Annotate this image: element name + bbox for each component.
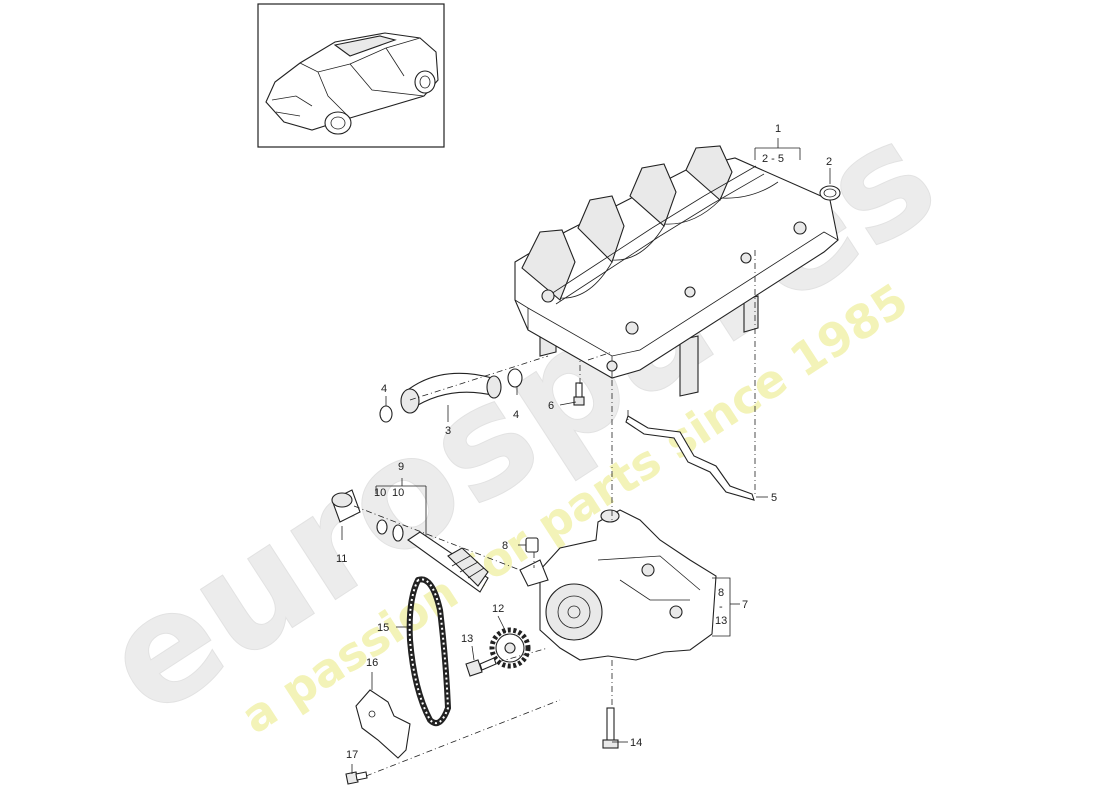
seal-part-10-b[interactable] [392, 524, 404, 542]
bolt-part-6[interactable] [573, 382, 585, 406]
gasket-part-5[interactable] [625, 415, 755, 501]
cap-part-11[interactable] [331, 489, 361, 523]
car-suv-icon [265, 32, 439, 135]
assembly-center-lines [353, 250, 756, 777]
chain-part-15[interactable] [406, 576, 452, 726]
callout-4-right[interactable]: 4 [513, 409, 519, 421]
cover-part-16[interactable] [355, 689, 411, 759]
callout-10-a[interactable]: 10 [374, 487, 386, 499]
callout-13[interactable]: 13 [461, 633, 473, 645]
bolt-part-13[interactable] [465, 657, 497, 677]
callout-7[interactable]: 7 [742, 599, 748, 611]
callout-11[interactable]: 11 [336, 553, 347, 565]
callout-15[interactable]: 15 [377, 622, 389, 634]
o-ring-part-2[interactable] [819, 185, 841, 201]
drive-shaft-part-9[interactable] [407, 531, 489, 593]
o-ring-part-4-left[interactable] [379, 405, 393, 423]
seal-part-10-a[interactable] [376, 519, 388, 535]
callout-labels: 1 2 - 5 2 3 4 4 5 6 7 8 - 13 8 9 10 10 1… [336, 123, 832, 761]
callout-6[interactable]: 6 [548, 400, 554, 412]
oil-pipe-part-3[interactable] [400, 372, 502, 414]
callout-4-left[interactable]: 4 [381, 383, 387, 395]
bolt-part-17[interactable] [345, 771, 368, 785]
callout-5[interactable]: 5 [771, 492, 777, 504]
callout-17[interactable]: 17 [346, 749, 358, 761]
callout-2[interactable]: 2 [826, 156, 832, 168]
bolt-part-14[interactable] [602, 707, 619, 749]
callout-10-b[interactable]: 10 [392, 487, 404, 499]
callout-3[interactable]: 3 [445, 425, 451, 437]
sprocket-part-12[interactable] [489, 627, 531, 669]
callout-14[interactable]: 14 [630, 737, 642, 749]
callout-7-range-end: 13 [715, 615, 727, 627]
o-ring-part-4-right[interactable] [507, 368, 523, 388]
callout-12[interactable]: 12 [492, 603, 504, 615]
leader-lines [341, 138, 831, 774]
callout-1[interactable]: 1 [775, 123, 781, 135]
callout-1-range: 2 - 5 [762, 153, 784, 165]
oil-pump-part-7[interactable] [519, 509, 717, 661]
sleeve-part-8[interactable] [525, 537, 539, 553]
callout-16[interactable]: 16 [366, 657, 378, 669]
callout-7-range-dash: - [719, 601, 723, 613]
callout-7-range-start: 8 [718, 587, 724, 599]
callout-8[interactable]: 8 [502, 540, 508, 552]
vehicle-thumbnail[interactable] [257, 3, 445, 148]
callout-9[interactable]: 9 [398, 461, 404, 473]
crankcase-lower-section[interactable] [514, 145, 839, 397]
